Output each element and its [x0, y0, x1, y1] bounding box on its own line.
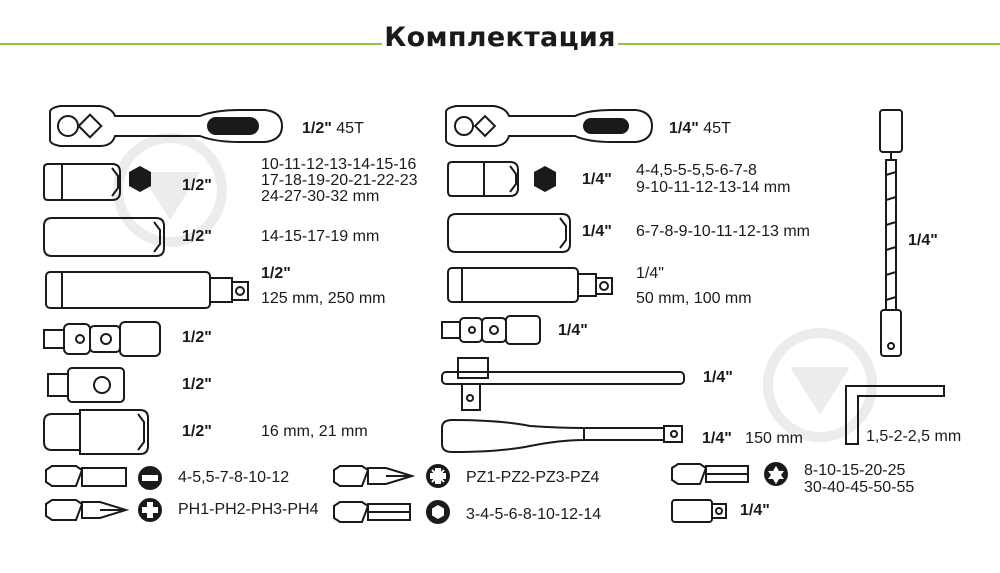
socket-quarter-icon: [447, 161, 519, 197]
flex-quarter-size: 1/4": [908, 232, 938, 249]
ujoint-half-size: 1/2": [182, 329, 212, 346]
socket-quarter-sizes-1: 4-4,5-5-5,5-6-7-8: [636, 162, 757, 179]
ext-half-lengths: 125 mm, 250 mm: [261, 290, 386, 307]
driver-quarter-size: 1/4": [702, 430, 732, 447]
tbar-quarter-icon: [441, 357, 685, 411]
deep-half-size: 1/2": [182, 228, 212, 245]
socket-half-sizes-1: 10-11-12-13-14-15-16: [261, 156, 417, 173]
pozi-bit-sizes: PZ1-PZ2-PZ3-PZ4: [466, 469, 600, 486]
ext-quarter-size: 1/4": [636, 265, 664, 282]
title-rule-right: [618, 43, 1000, 45]
socket-quarter-size: 1/4": [582, 171, 612, 188]
phillips-tip-icon: [138, 498, 162, 522]
deep-half-sizes: 14-15-17-19 mm: [261, 228, 380, 245]
socket-half-icon: [43, 163, 121, 201]
torx-tip-icon: [764, 462, 788, 486]
bit-adapter-quarter-icon: [671, 499, 727, 523]
ext-quarter-lengths: 50 mm, 100 mm: [636, 290, 752, 307]
socket-half-sizes-3: 24-27-30-32 mm: [261, 188, 380, 205]
ratchet-quarter-size: 1/4": [669, 120, 699, 137]
torx-bit-sizes-2: 30-40-45-50-55: [804, 479, 915, 496]
hex-socket-half-icon: [129, 166, 151, 192]
ratchet-half-label: 1/2" 45T: [302, 120, 364, 138]
ujoint-quarter-size: 1/4": [558, 322, 588, 339]
deep-quarter-size: 1/4": [582, 223, 612, 240]
ratchet-half-teeth: 45T: [336, 120, 364, 137]
spark-half-size: 1/2": [182, 423, 212, 440]
slotted-bit-icon: [45, 465, 127, 487]
hex-tip-icon: [426, 500, 450, 524]
driver-quarter-label: 1/4" 150 mm: [702, 430, 803, 448]
spark-half-sizes: 16 mm, 21 mm: [261, 423, 368, 440]
hex-key-sizes: 1,5-2-2,5 mm: [866, 428, 962, 445]
flex-extension-quarter-icon: [879, 109, 903, 357]
page-title: Комплектация: [384, 22, 616, 53]
ratchet-quarter-icon: [445, 105, 654, 147]
torx-bit-sizes-1: 8-10-15-20-25: [804, 462, 906, 479]
ratchet-quarter-teeth: 45T: [703, 120, 731, 137]
spark-socket-half-icon: [43, 409, 149, 455]
socket-half-sizes-2: 17-18-19-20-21-22-23: [261, 172, 418, 189]
ujoint-quarter-icon: [441, 315, 541, 345]
deep-socket-half-icon: [43, 217, 165, 257]
pozi-bit-icon: [333, 465, 416, 487]
ratchet-half-size: 1/2": [302, 120, 332, 137]
adapter-half-icon: [47, 367, 125, 403]
watermark-left-icon: [113, 133, 227, 247]
extension-half-icon: [45, 271, 249, 309]
phillips-bit-icon: [45, 499, 130, 521]
hex-bit-sizes: 3-4-5-6-8-10-12-14: [466, 506, 602, 523]
phillips-bit-sizes: PH1-PH2-PH3-PH4: [178, 501, 319, 518]
slotted-bit-sizes: 4-5,5-7-8-10-12: [178, 469, 290, 486]
bit-adapter-size: 1/4": [740, 502, 770, 519]
extension-quarter-icon: [447, 267, 613, 303]
tbar-quarter-size: 1/4": [703, 369, 733, 386]
hex-bit-icon: [333, 501, 411, 523]
driver-quarter-length: 150 mm: [745, 430, 803, 447]
deep-socket-quarter-icon: [447, 213, 571, 253]
slotted-tip-icon: [138, 466, 162, 490]
socket-half-size: 1/2": [182, 177, 212, 194]
deep-quarter-sizes: 6-7-8-9-10-11-12-13 mm: [636, 223, 810, 240]
hex-socket-quarter-icon: [534, 166, 556, 192]
adapter-half-size: 1/2": [182, 376, 212, 393]
title-rule-left: [0, 43, 382, 45]
ratchet-quarter-label: 1/4" 45T: [669, 120, 731, 138]
torx-bit-icon: [671, 463, 749, 485]
ext-half-size: 1/2": [261, 265, 291, 282]
pozi-tip-icon: [426, 464, 450, 488]
screwdriver-quarter-icon: [441, 418, 683, 454]
ujoint-half-icon: [43, 321, 161, 357]
hex-key-icon: [845, 385, 945, 445]
socket-quarter-sizes-2: 9-10-11-12-13-14 mm: [636, 179, 791, 196]
ratchet-half-icon: [49, 105, 284, 147]
